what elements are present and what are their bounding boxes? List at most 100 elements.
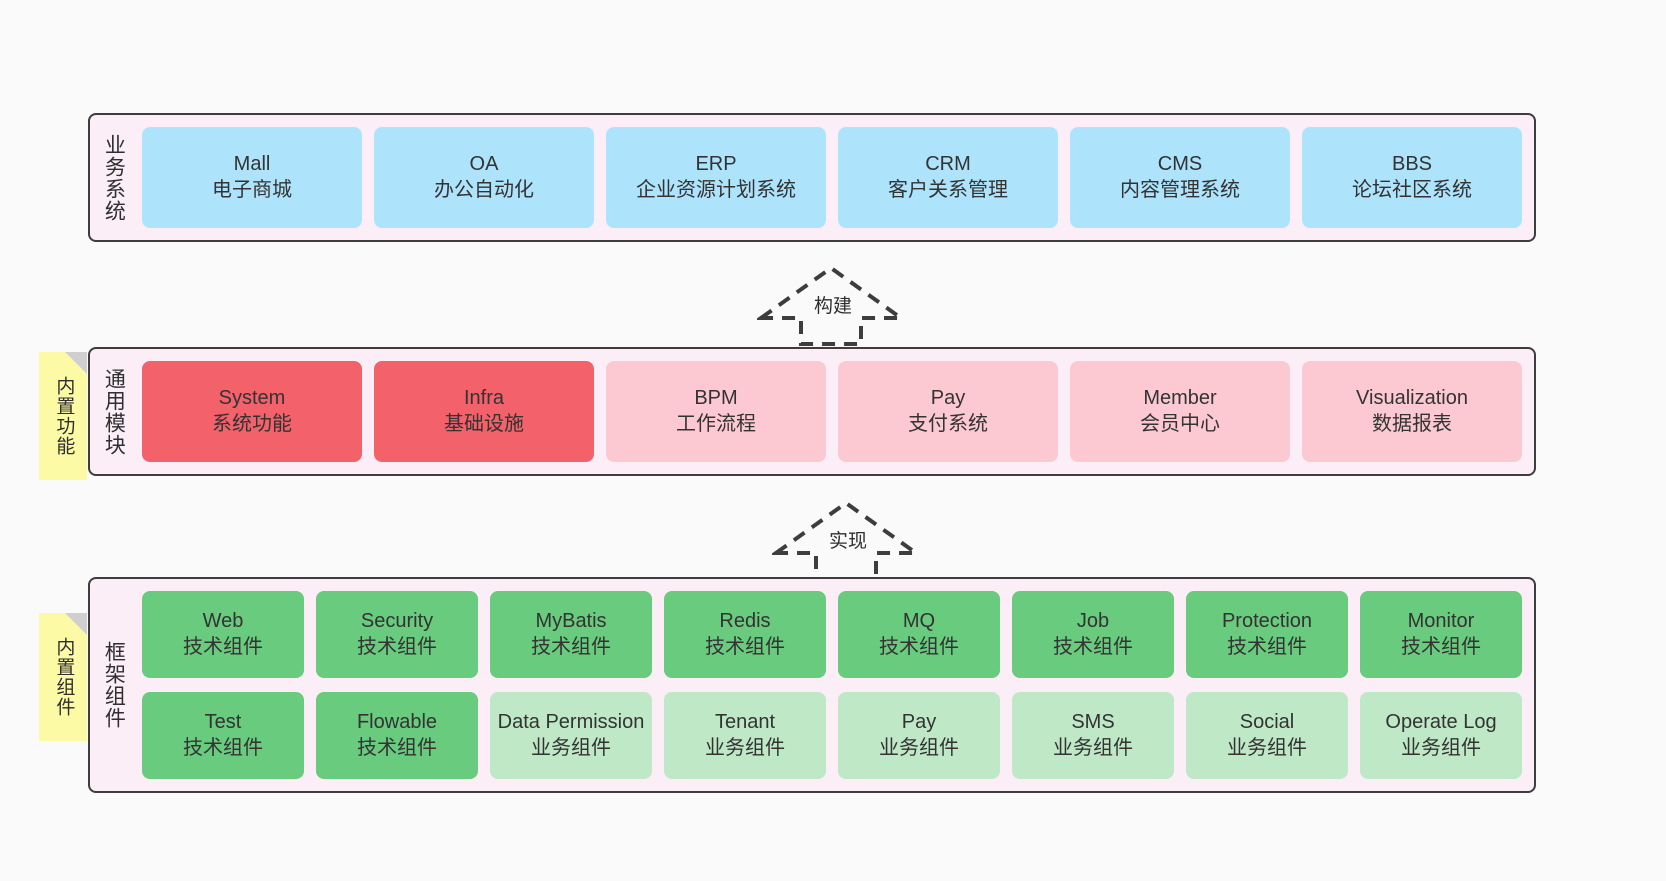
card-test[interactable]: Test 技术组件 xyxy=(142,692,304,779)
card-title-en: Operate Log xyxy=(1385,710,1497,733)
layer-title-business-system: 业务系统 xyxy=(102,133,126,222)
connector-build-label: 构建 xyxy=(812,291,855,318)
card-web[interactable]: Web 技术组件 xyxy=(142,591,304,678)
card-social[interactable]: Social 业务组件 xyxy=(1186,692,1348,779)
card-job[interactable]: Job 技术组件 xyxy=(1012,591,1174,678)
card-title-cn: 业务组件 xyxy=(1227,736,1307,759)
card-title-cn: 技术组件 xyxy=(183,736,263,759)
card-title-en: BBS xyxy=(1391,152,1433,175)
layer-business-system: 业务系统 Mall 电子商城 OA 办公自动化 ERP 企业资源计划系统 CRM… xyxy=(88,113,1536,242)
common-module-cards: System 系统功能 Infra 基础设施 BPM 工作流程 Pay 支付系统… xyxy=(136,349,1534,474)
card-cms[interactable]: CMS 内容管理系统 xyxy=(1070,127,1290,228)
card-title-en: Job xyxy=(1076,609,1110,632)
card-title-cn: 支付系统 xyxy=(908,412,988,435)
card-title-cn: 业务组件 xyxy=(1401,736,1481,759)
framework-row-technical: Web 技术组件 Security 技术组件 MyBatis 技术组件 Redi… xyxy=(142,591,1522,678)
card-title-en: Pay xyxy=(930,386,966,409)
card-title-cn: 技术组件 xyxy=(1053,635,1133,658)
note-label: 内置组件 xyxy=(53,637,75,717)
card-mybatis[interactable]: MyBatis 技术组件 xyxy=(490,591,652,678)
card-infra[interactable]: Infra 基础设施 xyxy=(374,361,594,462)
card-title-cn: 论坛社区系统 xyxy=(1352,178,1472,201)
card-title-en: OA xyxy=(469,152,499,175)
card-oa[interactable]: OA 办公自动化 xyxy=(374,127,594,228)
card-title-cn: 电子商城 xyxy=(212,178,292,201)
card-sms[interactable]: SMS 业务组件 xyxy=(1012,692,1174,779)
layer-title-common-module: 通用模块 xyxy=(102,367,126,456)
card-title-en: Pay xyxy=(901,710,937,733)
card-title-cn: 技术组件 xyxy=(879,635,959,658)
card-flowable[interactable]: Flowable 技术组件 xyxy=(316,692,478,779)
card-pay-module[interactable]: Pay 支付系统 xyxy=(838,361,1058,462)
card-title-en: Redis xyxy=(719,609,771,632)
card-pay-component[interactable]: Pay 业务组件 xyxy=(838,692,1000,779)
card-title-cn: 业务组件 xyxy=(705,736,785,759)
card-title-en: CMS xyxy=(1157,152,1203,175)
card-title-cn: 技术组件 xyxy=(357,635,437,658)
card-tenant[interactable]: Tenant 业务组件 xyxy=(664,692,826,779)
card-title-cn: 技术组件 xyxy=(357,736,437,759)
layer-common-module: 通用模块 System 系统功能 Infra 基础设施 BPM 工作流程 Pay… xyxy=(88,347,1536,476)
card-bpm[interactable]: BPM 工作流程 xyxy=(606,361,826,462)
card-visualization[interactable]: Visualization 数据报表 xyxy=(1302,361,1522,462)
card-title-en: MQ xyxy=(902,609,936,632)
card-title-en: Monitor xyxy=(1407,609,1475,632)
card-title-cn: 会员中心 xyxy=(1140,412,1220,435)
card-title-en: Security xyxy=(360,609,434,632)
card-title-cn: 基础设施 xyxy=(444,412,524,435)
card-bbs[interactable]: BBS 论坛社区系统 xyxy=(1302,127,1522,228)
card-redis[interactable]: Redis 技术组件 xyxy=(664,591,826,678)
card-title-en: Mall xyxy=(233,152,271,175)
card-crm[interactable]: CRM 客户关系管理 xyxy=(838,127,1058,228)
card-title-cn: 技术组件 xyxy=(1227,635,1307,658)
card-title-cn: 系统功能 xyxy=(212,412,292,435)
card-title-en: Protection xyxy=(1221,609,1313,632)
card-title-cn: 技术组件 xyxy=(531,635,611,658)
card-title-en: BPM xyxy=(694,386,738,409)
card-data-permission[interactable]: Data Permission 业务组件 xyxy=(490,692,652,779)
card-title-cn: 工作流程 xyxy=(676,412,756,435)
card-protection[interactable]: Protection 技术组件 xyxy=(1186,591,1348,678)
connector-implement-label: 实现 xyxy=(827,526,870,553)
card-title-en: System xyxy=(218,386,286,409)
card-title-en: Flowable xyxy=(356,710,438,733)
card-title-en: MyBatis xyxy=(535,609,607,632)
note-label: 内置功能 xyxy=(53,376,75,456)
layer-title-framework-component: 框架组件 xyxy=(102,641,126,729)
card-title-cn: 办公自动化 xyxy=(434,178,534,201)
note-fold-corner xyxy=(65,352,87,374)
card-erp[interactable]: ERP 企业资源计划系统 xyxy=(606,127,826,228)
card-title-en: SMS xyxy=(1071,710,1115,733)
card-title-en: Visualization xyxy=(1356,386,1468,409)
card-title-en: Tenant xyxy=(714,710,776,733)
card-monitor[interactable]: Monitor 技术组件 xyxy=(1360,591,1522,678)
connector-build-arrow xyxy=(757,262,905,348)
note-fold-corner xyxy=(65,613,87,635)
card-title-en: Data Permission xyxy=(497,710,645,733)
note-builtin-function: 内置功能 xyxy=(39,352,87,480)
framework-component-cards: Web 技术组件 Security 技术组件 MyBatis 技术组件 Redi… xyxy=(136,579,1534,791)
card-title-en: Infra xyxy=(463,386,505,409)
layer-framework-component: 框架组件 Web 技术组件 Security 技术组件 MyBatis 技术组件… xyxy=(88,577,1536,793)
card-title-cn: 数据报表 xyxy=(1372,412,1452,435)
card-title-en: Web xyxy=(202,609,244,632)
card-title-cn: 技术组件 xyxy=(183,635,263,658)
connector-implement-arrow xyxy=(772,497,920,583)
card-member[interactable]: Member 会员中心 xyxy=(1070,361,1290,462)
card-operate-log[interactable]: Operate Log 业务组件 xyxy=(1360,692,1522,779)
card-title-cn: 内容管理系统 xyxy=(1120,178,1240,201)
card-title-cn: 业务组件 xyxy=(879,736,959,759)
note-builtin-component: 内置组件 xyxy=(39,613,87,741)
card-security[interactable]: Security 技术组件 xyxy=(316,591,478,678)
card-title-en: Test xyxy=(204,710,242,733)
card-title-cn: 技术组件 xyxy=(1401,635,1481,658)
card-system[interactable]: System 系统功能 xyxy=(142,361,362,462)
card-title-cn: 技术组件 xyxy=(705,635,785,658)
card-title-cn: 业务组件 xyxy=(1053,736,1133,759)
business-system-cards: Mall 电子商城 OA 办公自动化 ERP 企业资源计划系统 CRM 客户关系… xyxy=(136,115,1534,240)
card-mall[interactable]: Mall 电子商城 xyxy=(142,127,362,228)
card-mq[interactable]: MQ 技术组件 xyxy=(838,591,1000,678)
card-title-cn: 企业资源计划系统 xyxy=(636,178,796,201)
card-title-en: CRM xyxy=(925,152,971,175)
